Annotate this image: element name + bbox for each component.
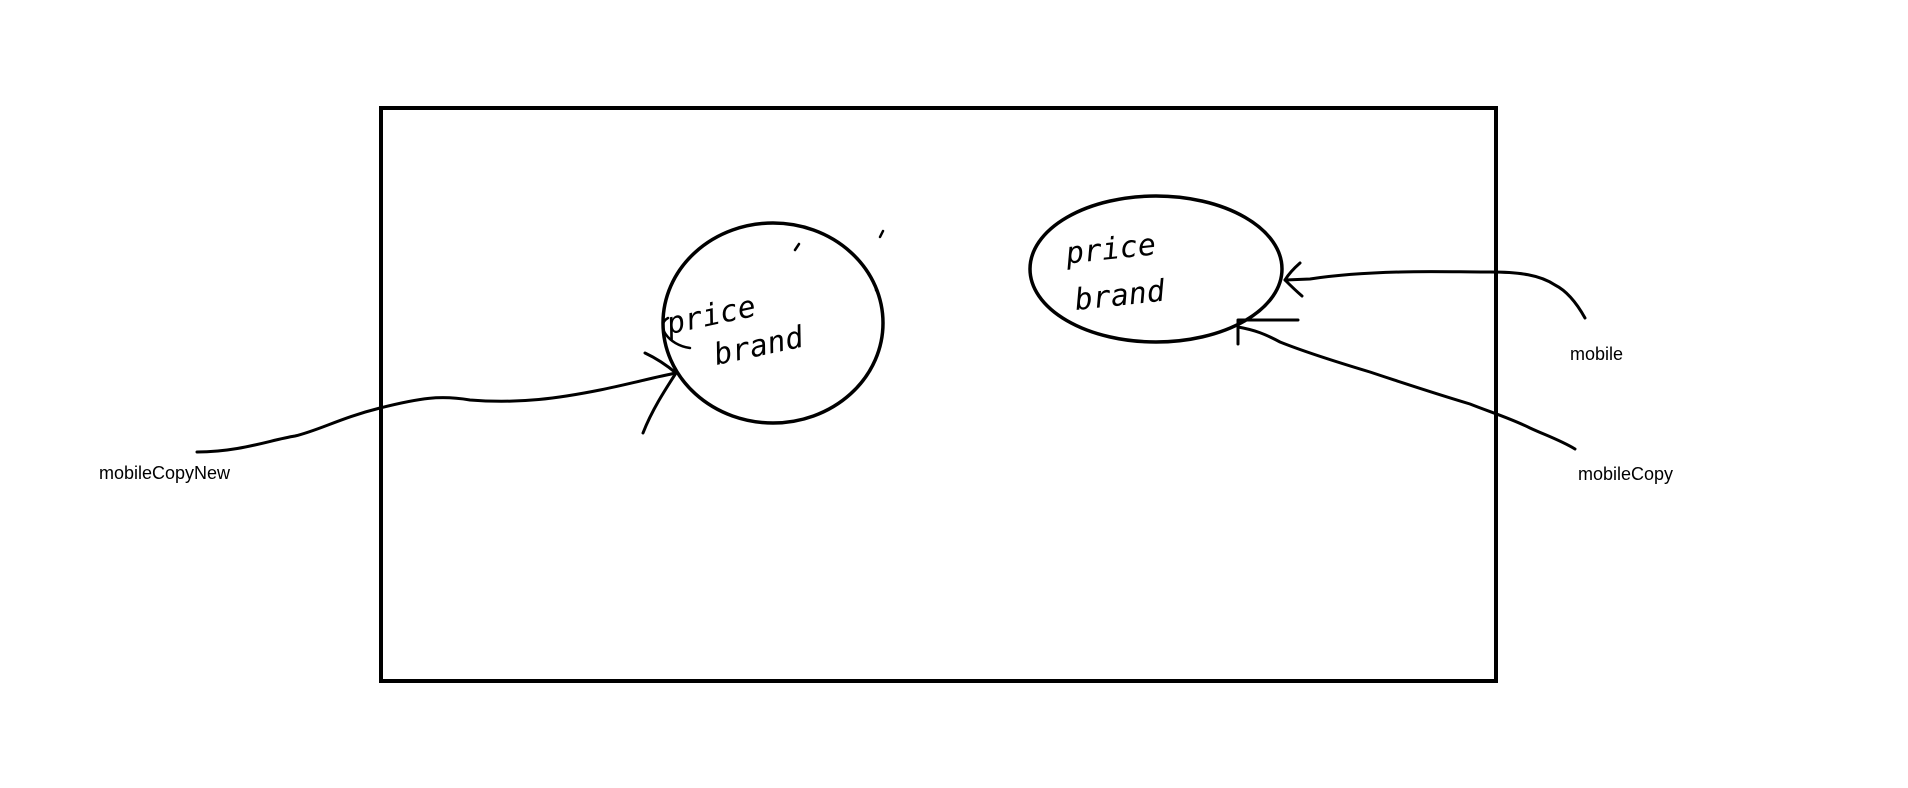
left-circle-scribble	[661, 229, 885, 350]
arrow-line-mobilecopy	[1236, 325, 1577, 451]
arrow-line-left	[195, 371, 678, 454]
right-circle-line2: brand	[1073, 274, 1167, 318]
arrowhead-mobile	[1283, 261, 1304, 298]
label-mobilecopynew: mobileCopyNew	[99, 463, 231, 483]
right-circle-line1: price	[1063, 227, 1157, 271]
arrow-line-mobile	[1283, 270, 1587, 320]
right-circle	[1028, 194, 1284, 344]
screen-frame	[379, 106, 1498, 683]
left-circle-text: price brand	[662, 289, 807, 373]
right-circle-text: price brand	[1063, 227, 1167, 318]
arrowhead-left	[641, 351, 678, 435]
arrowhead-mobilecopy	[1236, 318, 1300, 346]
label-mobilecopy: mobileCopy	[1578, 464, 1673, 484]
label-mobile: mobile	[1570, 344, 1623, 364]
